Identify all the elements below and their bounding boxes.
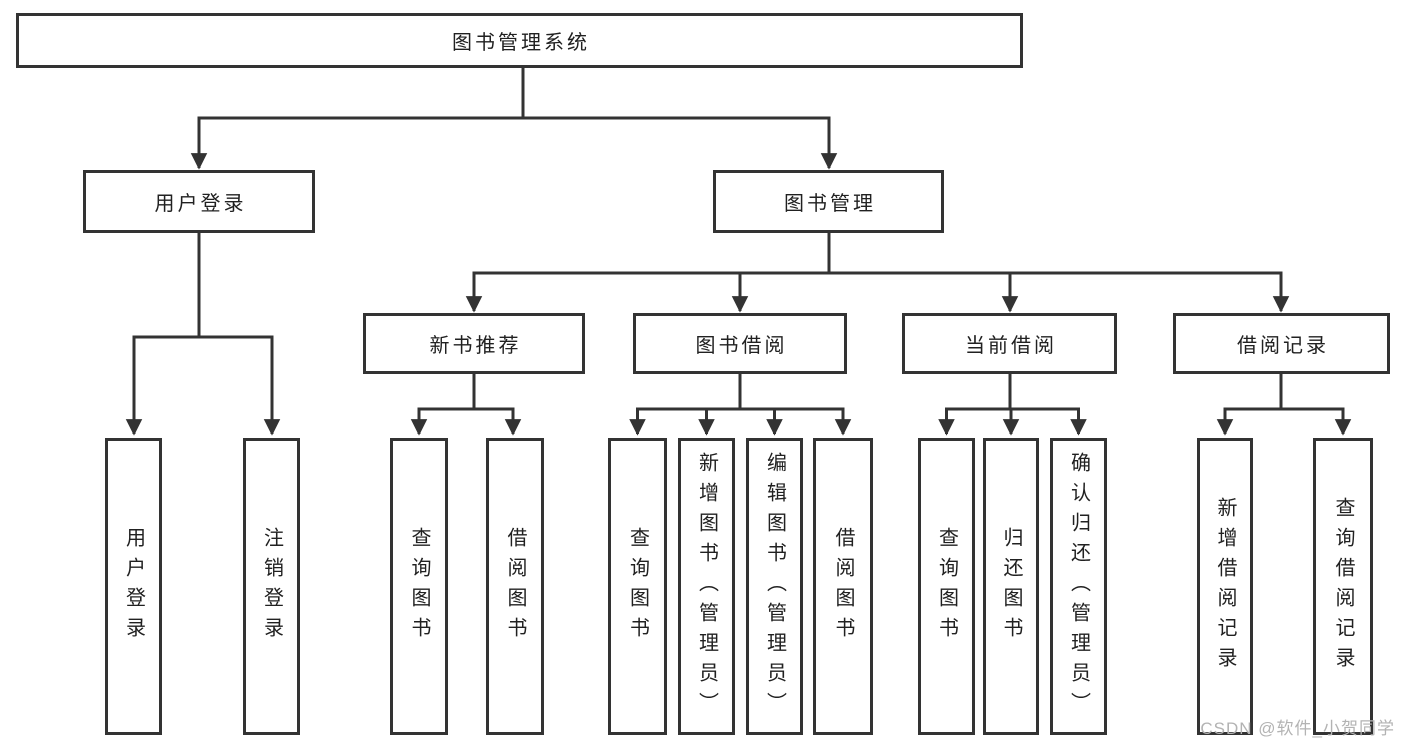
leaf-borrow-query-books: 查询图书 <box>608 438 667 735</box>
csdn-watermark: CSDN @软件_小贺同学 <box>1200 719 1395 738</box>
leaf-current-query-books: 查询图书 <box>918 438 975 735</box>
leaf-recommend-borrow-books: 借阅图书 <box>486 438 544 735</box>
node-book-borrow: 图书借阅 <box>633 313 847 374</box>
node-user-login: 用户登录 <box>83 170 315 233</box>
node-borrow-records: 借阅记录 <box>1173 313 1390 374</box>
leaf-edit-book-admin: 编辑图书（管理员） <box>746 438 803 735</box>
node-book-management: 图书管理 <box>713 170 944 233</box>
leaf-confirm-return-admin: 确认归还（管理员） <box>1050 438 1107 735</box>
leaf-borrow-books: 借阅图书 <box>813 438 873 735</box>
node-current-borrow: 当前借阅 <box>902 313 1117 374</box>
leaf-return-books: 归还图书 <box>983 438 1039 735</box>
leaf-recommend-query-books: 查询图书 <box>390 438 448 735</box>
leaf-add-book-admin: 新增图书（管理员） <box>678 438 735 735</box>
node-new-book-recommend: 新书推荐 <box>363 313 585 374</box>
leaf-user-login: 用户登录 <box>105 438 162 735</box>
node-book-management-system: 图书管理系统 <box>16 13 1023 68</box>
leaf-query-borrow-record: 查询借阅记录 <box>1313 438 1373 735</box>
leaf-logout: 注销登录 <box>243 438 300 735</box>
leaf-add-borrow-record: 新增借阅记录 <box>1197 438 1253 735</box>
